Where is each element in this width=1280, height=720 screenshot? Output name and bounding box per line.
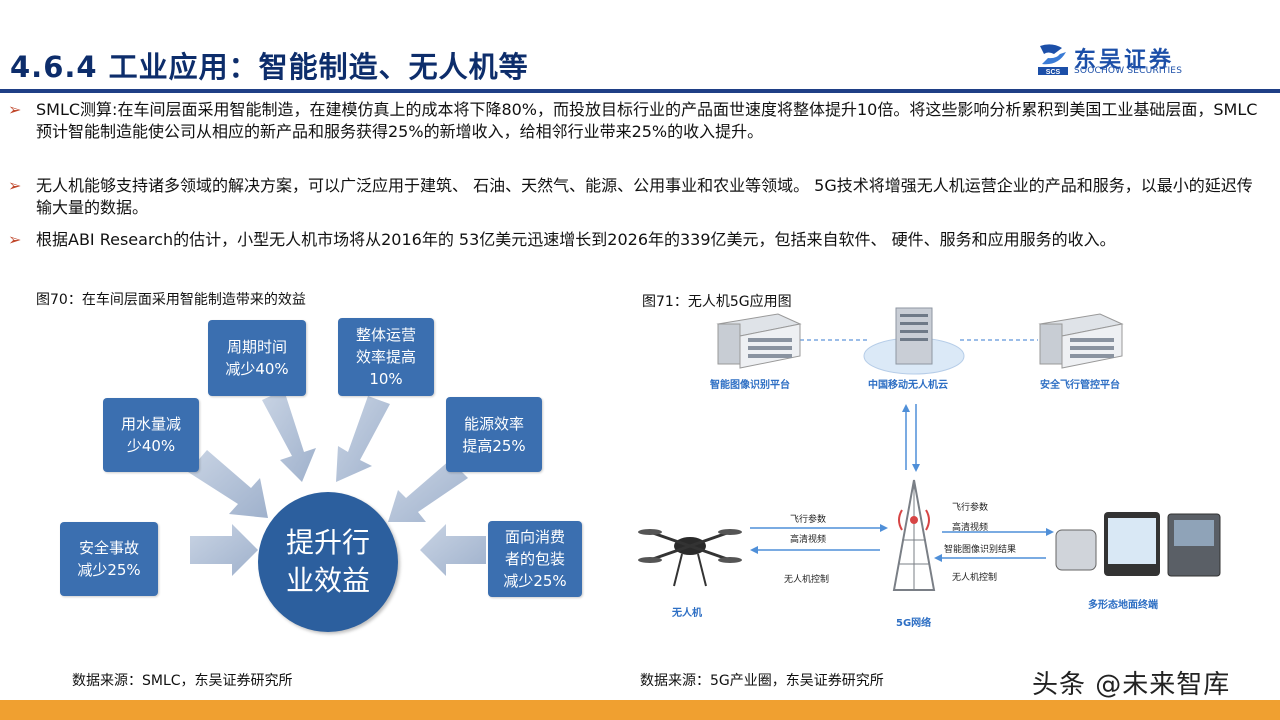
arrow-bullet-icon: ➢ (8, 176, 22, 195)
arrow-cycle (262, 390, 316, 482)
arrow-bullet-icon: ➢ (8, 100, 22, 119)
ground-terminal-icon (1055, 512, 1221, 577)
figure70-caption: 图70：在车间层面采用智能制造带来的效益 (36, 292, 306, 308)
node-drone: 无人机 (672, 608, 702, 619)
logo-english-name: SOOCHOW SECURITIES (1074, 66, 1183, 76)
soochow-logo-icon: SCS (1038, 44, 1068, 76)
benefit-packaging-line3: 减少25% (503, 572, 567, 590)
benefit-water-box: 用水量减 少40% (103, 398, 199, 472)
arrow-energy (388, 460, 468, 522)
figure70-source: 数据来源：SMLC，东吴证券研究所 (72, 673, 293, 689)
server-rack-icon (716, 313, 802, 369)
benefit-safety-box: 安全事故 减少25% (60, 522, 158, 596)
right-link-hd-video: 高清视频 (952, 523, 989, 533)
center-line1: 提升行 (285, 526, 370, 559)
arrow-ops (336, 396, 390, 482)
right-link-drone-control: 无人机控制 (952, 573, 998, 583)
figure71-network-diagram (638, 307, 1221, 591)
benefit-ops-line1: 整体运营 (355, 326, 416, 344)
benefit-water-line1: 用水量减 (120, 415, 181, 433)
figure71-caption: 图71：无人机5G应用图 (642, 294, 792, 310)
node-control-platform: 安全飞行管控平台 (1040, 380, 1120, 391)
cloud-server-icon (863, 307, 965, 375)
bullet-smlc: ➢ SMLC测算:在车间层面采用智能制造，在建模仿真上的成本将下降80%，而投放… (8, 99, 1268, 143)
benefit-water-line2: 少40% (126, 437, 176, 455)
arrow-packaging (420, 524, 486, 576)
right-link-flight-params: 飞行参数 (952, 503, 989, 513)
logo-chinese-name: 东吴证券 (1074, 48, 1175, 73)
benefit-cycle-box: 周期时间 减少40% (208, 320, 306, 396)
benefit-packaging-box: 面向消费 者的包装 减少25% (488, 521, 582, 597)
benefit-cycle-line2: 减少40% (225, 360, 289, 378)
title-divider (0, 89, 1280, 93)
arrow-safety (190, 524, 258, 576)
bullet-text: SMLC测算:在车间层面采用智能制造，在建模仿真上的成本将下降80%，而投放目标… (36, 100, 1258, 141)
benefit-packaging-line1: 面向消费 (504, 528, 565, 546)
left-link-drone-control: 无人机控制 (784, 575, 830, 585)
benefit-safety-line2: 减少25% (77, 561, 141, 579)
arrow-water (188, 450, 268, 518)
figure70-arrows (188, 390, 486, 576)
benefit-energy-line1: 能源效率 (463, 414, 524, 433)
center-line2: 业效益 (285, 564, 370, 597)
node-drone-cloud: 中国移动无人机云 (868, 380, 948, 391)
benefit-safety-line1: 安全事故 (78, 539, 139, 557)
benefit-energy-box: 能源效率 提高25% (446, 397, 542, 472)
server-rack-icon (1038, 313, 1124, 369)
5g-tower-icon (892, 479, 936, 591)
bottom-accent-bar (0, 700, 1280, 720)
bullet-text: 根据ABI Research的估计，小型无人机市场将从2016年的 53亿美元迅… (36, 230, 1116, 249)
node-5g-network: 5G网络 (896, 618, 932, 629)
right-link-recognition-result: 智能图像识别结果 (944, 545, 1017, 555)
bullet-drone-solutions: ➢ 无人机能够支持诸多领域的解决方案，可以广泛应用于建筑、 石油、天然气、能源、… (8, 175, 1268, 219)
center-benefit-circle: 提升行 业效益 (258, 492, 398, 632)
benefit-ops-line2: 效率提高 (355, 348, 416, 366)
left-link-hd-video: 高清视频 (790, 535, 827, 545)
benefit-energy-line2: 提高25% (462, 436, 526, 455)
figure71-source: 数据来源：5G产业圈，东吴证券研究所 (640, 673, 884, 689)
drone-icon (638, 529, 742, 587)
left-link-flight-params: 飞行参数 (790, 515, 827, 525)
page-title: 4.6.4 工业应用：智能制造、无人机等 (10, 50, 529, 84)
bullet-abi-research: ➢ 根据ABI Research的估计，小型无人机市场将从2016年的 53亿美… (8, 229, 1268, 251)
benefit-ops-box: 整体运营 效率提高 10% (338, 318, 434, 396)
node-image-platform: 智能图像识别平台 (710, 380, 790, 391)
benefit-packaging-line2: 者的包装 (504, 550, 565, 568)
benefit-cycle-line1: 周期时间 (226, 338, 287, 356)
watermark: 头条 @未来智库 (1032, 670, 1231, 700)
logo-mark-text: SCS (1046, 69, 1061, 76)
bullet-text: 无人机能够支持诸多领域的解决方案，可以广泛应用于建筑、 石油、天然气、能源、公用… (36, 176, 1253, 217)
arrow-bullet-icon: ➢ (8, 230, 22, 249)
benefit-ops-line3: 10% (369, 370, 403, 388)
node-ground-terminal: 多形态地面终端 (1088, 600, 1158, 611)
